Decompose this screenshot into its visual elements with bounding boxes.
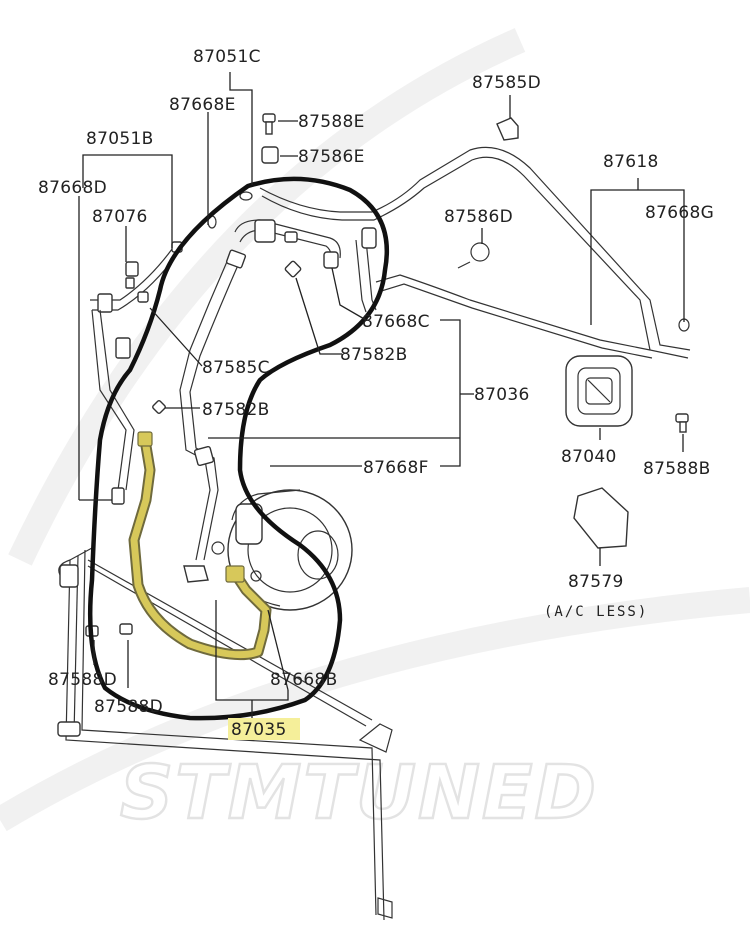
seal-87040 [565, 355, 633, 427]
label-87668E: 87668E [169, 95, 236, 115]
label-87668F: 87668F [363, 458, 429, 478]
label-87588E: 87588E [298, 112, 365, 132]
compressor [211, 489, 353, 611]
label-87582B-top: 87582B [340, 345, 408, 365]
label-87586E: 87586E [298, 147, 365, 167]
marker-circle [87, 176, 390, 721]
condenser [57, 547, 393, 921]
label-87585D: 87585D [472, 73, 541, 93]
pipe-runs [90, 146, 691, 583]
watermark-text: STMTUNED [120, 750, 598, 836]
label-87588D-left: 87588D [48, 670, 117, 690]
label-87588B: 87588B [643, 459, 711, 479]
label-87668G: 87668G [645, 203, 714, 223]
label-87076: 87076 [92, 207, 148, 227]
label-87035: 87035 [231, 720, 287, 740]
leader-lines [78, 72, 685, 718]
label-87668B: 87668B [270, 670, 338, 690]
label-87668C: 87668C [362, 312, 430, 332]
label-87036: 87036 [474, 385, 530, 405]
label-87585C: 87585C [202, 358, 270, 378]
label-87051B: 87051B [86, 129, 154, 149]
label-87040: 87040 [561, 447, 617, 467]
label-ac-less: (A/C LESS) [544, 604, 648, 620]
label-87051C: 87051C [193, 47, 261, 67]
label-87668D: 87668D [38, 178, 107, 198]
label-87618: 87618 [603, 152, 659, 172]
highlighted-hose-87035 [128, 431, 272, 661]
background-swoosh [0, 28, 750, 832]
label-87588D-bottom: 87588D [94, 697, 163, 717]
label-87582B-mid: 87582B [202, 400, 270, 420]
part-labels: 87051C 87668E 87588E 87586E 87051B 87668… [38, 47, 714, 740]
label-87586D: 87586D [444, 207, 513, 227]
highlight-87035 [228, 718, 300, 740]
cover-87579 [573, 487, 629, 549]
label-87579: 87579 [568, 572, 624, 592]
